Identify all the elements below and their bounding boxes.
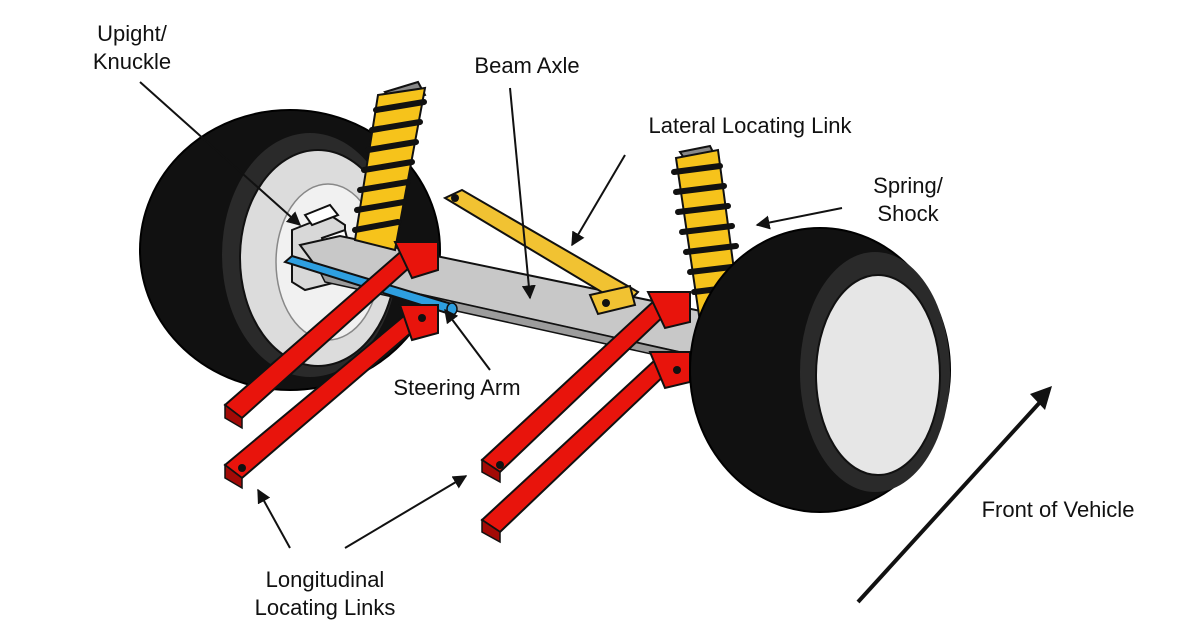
left-spring-shock — [352, 80, 427, 252]
lateral-locating-link — [442, 188, 640, 316]
label-lateral-locating-link: Lateral Locating Link — [648, 113, 852, 138]
label-spring-shock: Spring/ Shock — [873, 173, 943, 226]
label-steering-arm: Steering Arm — [393, 375, 521, 400]
label-upright-knuckle: Upight/ Knuckle — [92, 21, 172, 74]
label-beam-axle: Beam Axle — [474, 53, 580, 78]
annotation-arrows — [139, 81, 843, 549]
label-longitudinal-locating-links: Longitudinal Locating Links — [254, 567, 396, 620]
longitudinal-links — [223, 241, 691, 544]
front-direction-arrow — [856, 386, 1052, 604]
right-wheel — [689, 227, 951, 513]
label-front-of-vehicle: Front of Vehicle — [981, 497, 1135, 522]
